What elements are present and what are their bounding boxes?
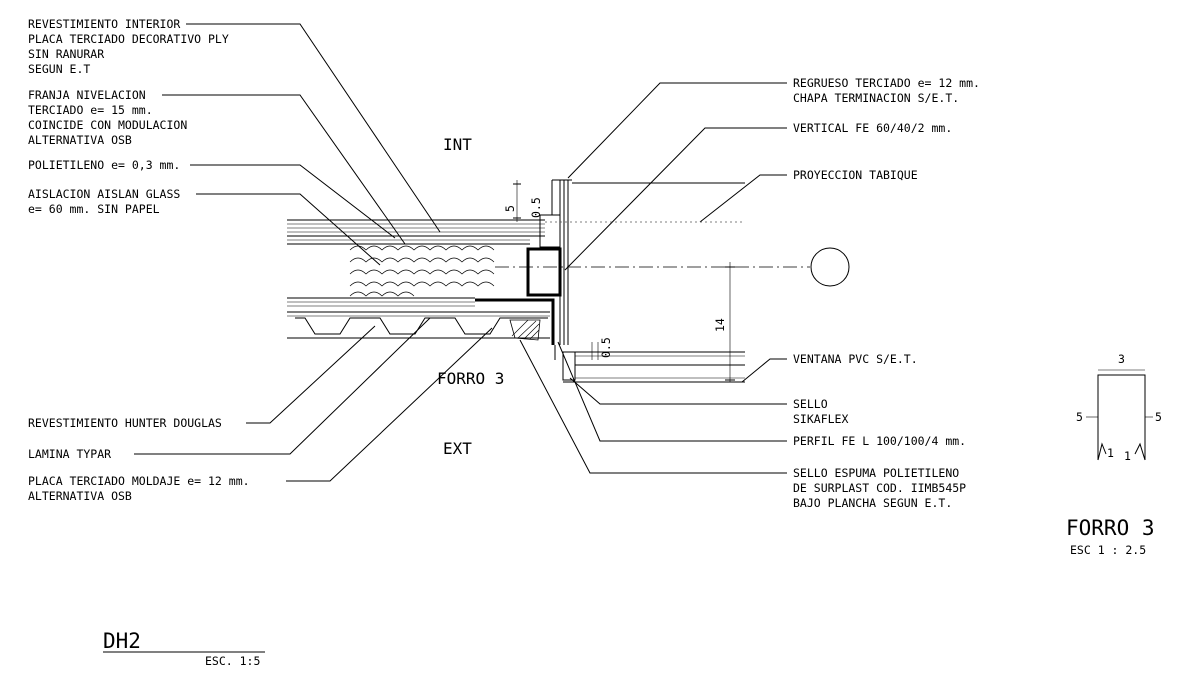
label-line: ALTERNATIVA OSB bbox=[28, 133, 132, 147]
dim-14-vertical: 14 bbox=[713, 318, 727, 332]
label-aislacion: AISLACION AISLAN GLASS e= 60 mm. SIN PAP… bbox=[28, 187, 180, 216]
label-line: BAJO PLANCHA SEGUN E.T. bbox=[793, 496, 952, 510]
steel-angle-profile bbox=[475, 298, 555, 345]
forro-3-detail: 3 5 5 1 1 FORRO 3 ESC 1 : 2.5 bbox=[1066, 352, 1162, 557]
leader-line bbox=[564, 127, 787, 271]
leader-line bbox=[519, 339, 787, 474]
hunter-douglas-cladding bbox=[295, 317, 548, 335]
zone-exterior-label: EXT bbox=[443, 439, 472, 458]
axis-bubble bbox=[810, 247, 850, 287]
label-line: SEGUN E.T bbox=[28, 62, 90, 76]
partition-projection bbox=[545, 182, 745, 223]
dim-05-top: 0.5 bbox=[529, 197, 543, 218]
label-line: REGRUESO TERCIADO e= 12 mm. bbox=[793, 76, 980, 90]
label-proyeccion-tabique: PROYECCION TABIQUE bbox=[793, 168, 918, 182]
label-ventana-pvc: VENTANA PVC S/E.T. bbox=[793, 352, 918, 366]
label-line: POLIETILENO e= 0,3 mm. bbox=[28, 158, 180, 172]
forro-detail-scale: ESC 1 : 2.5 bbox=[1070, 543, 1146, 557]
leader-line bbox=[190, 164, 396, 239]
label-regrueso-terciado: REGRUESO TERCIADO e= 12 mm. CHAPA TERMIN… bbox=[793, 76, 980, 105]
leader-lines-right bbox=[519, 82, 787, 474]
forro-dim-top: 3 bbox=[1118, 352, 1125, 366]
label-line: VENTANA PVC S/E.T. bbox=[793, 352, 918, 366]
foam-seal-hatch bbox=[509, 319, 541, 341]
label-line: PROYECCION TABIQUE bbox=[793, 168, 918, 182]
label-line: SELLO ESPUMA POLIETILENO bbox=[793, 466, 959, 480]
label-line: e= 60 mm. SIN PAPEL bbox=[28, 202, 160, 216]
leader-line bbox=[186, 23, 441, 233]
label-revestimiento-interior: REVESTIMIENTO INTERIOR PLACA TERCIADO DE… bbox=[28, 17, 229, 76]
forro-dim-right: 5 bbox=[1155, 410, 1162, 424]
forro-callout-label: FORRO 3 bbox=[437, 369, 504, 388]
sheet-scale: ESC. 1:5 bbox=[205, 654, 260, 668]
zone-interior-label: INT bbox=[443, 135, 472, 154]
label-placa-moldaje: PLACA TERCIADO MOLDAJE e= 12 mm. ALTERNA… bbox=[28, 474, 250, 503]
leader-line bbox=[196, 193, 381, 266]
sheet-title: DH2 bbox=[103, 629, 141, 653]
leader-line bbox=[134, 317, 431, 455]
label-line: SIKAFLEX bbox=[793, 412, 848, 426]
label-hunter-douglas: REVESTIMIENTO HUNTER DOUGLAS bbox=[28, 416, 222, 430]
leader-line bbox=[741, 358, 787, 383]
label-polietileno: POLIETILENO e= 0,3 mm. bbox=[28, 158, 180, 172]
label-vertical-fe: VERTICAL FE 60/40/2 mm. bbox=[793, 121, 952, 135]
label-line: ALTERNATIVA OSB bbox=[28, 489, 132, 503]
leader-line bbox=[162, 94, 406, 245]
label-sello-sikaflex: SELLO SIKAFLEX bbox=[793, 397, 848, 426]
label-line: COINCIDE CON MODULACION bbox=[28, 118, 187, 132]
label-sello-espuma: SELLO ESPUMA POLIETILENO DE SURPLAST COD… bbox=[793, 466, 966, 510]
interior-plywood-layers bbox=[287, 219, 545, 245]
label-line: LAMINA TYPAR bbox=[28, 447, 111, 461]
vertical-plates bbox=[539, 179, 572, 360]
dimension-marks: 5 0.5 14 0.5 bbox=[503, 180, 735, 382]
label-line: SELLO bbox=[793, 397, 828, 411]
leader-line bbox=[286, 327, 493, 482]
label-line: REVESTIMIENTO HUNTER DOUGLAS bbox=[28, 416, 222, 430]
forro-dim-left: 5 bbox=[1076, 410, 1083, 424]
label-line: FRANJA NIVELACION bbox=[28, 88, 146, 102]
forro-dim-bottom-left: 1 bbox=[1107, 446, 1114, 460]
label-line: DE SURPLAST COD. IIMB545P bbox=[793, 481, 966, 495]
label-line: REVESTIMIENTO INTERIOR bbox=[28, 17, 180, 31]
label-line: AISLACION AISLAN GLASS bbox=[28, 187, 180, 201]
forro-dim-bottom-right: 1 bbox=[1124, 449, 1131, 463]
leader-line bbox=[246, 325, 376, 424]
insulation-batt bbox=[349, 245, 495, 297]
label-franja-nivelacion: FRANJA NIVELACION TERCIADO e= 15 mm. COI… bbox=[28, 88, 187, 147]
label-lamina-typar: LAMINA TYPAR bbox=[28, 447, 111, 461]
label-line: PERFIL FE L 100/100/4 mm. bbox=[793, 434, 966, 448]
leader-line bbox=[567, 82, 787, 179]
steel-tube-section bbox=[526, 247, 562, 297]
label-line: CHAPA TERMINACION S/E.T. bbox=[793, 91, 959, 105]
exterior-plywood-layers bbox=[287, 297, 550, 339]
label-line: SIN RANURAR bbox=[28, 47, 104, 61]
label-line: VERTICAL FE 60/40/2 mm. bbox=[793, 121, 952, 135]
wall-section bbox=[287, 179, 850, 383]
dim-5-top: 5 bbox=[503, 205, 517, 212]
label-line: TERCIADO e= 15 mm. bbox=[28, 103, 153, 117]
sheet-title-block: DH2 ESC. 1:5 bbox=[103, 629, 265, 668]
dim-05-bottom: 0.5 bbox=[599, 337, 613, 358]
leader-line bbox=[699, 174, 787, 223]
leader-line bbox=[569, 377, 787, 405]
window-pvc bbox=[562, 351, 745, 383]
label-line: PLACA TERCIADO DECORATIVO PLY bbox=[28, 32, 229, 46]
forro-detail-title: FORRO 3 bbox=[1066, 516, 1155, 540]
label-perfil-fe-l: PERFIL FE L 100/100/4 mm. bbox=[793, 434, 966, 448]
leader-line bbox=[557, 341, 787, 442]
label-line: PLACA TERCIADO MOLDAJE e= 12 mm. bbox=[28, 474, 250, 488]
leader-lines-left bbox=[134, 23, 493, 482]
